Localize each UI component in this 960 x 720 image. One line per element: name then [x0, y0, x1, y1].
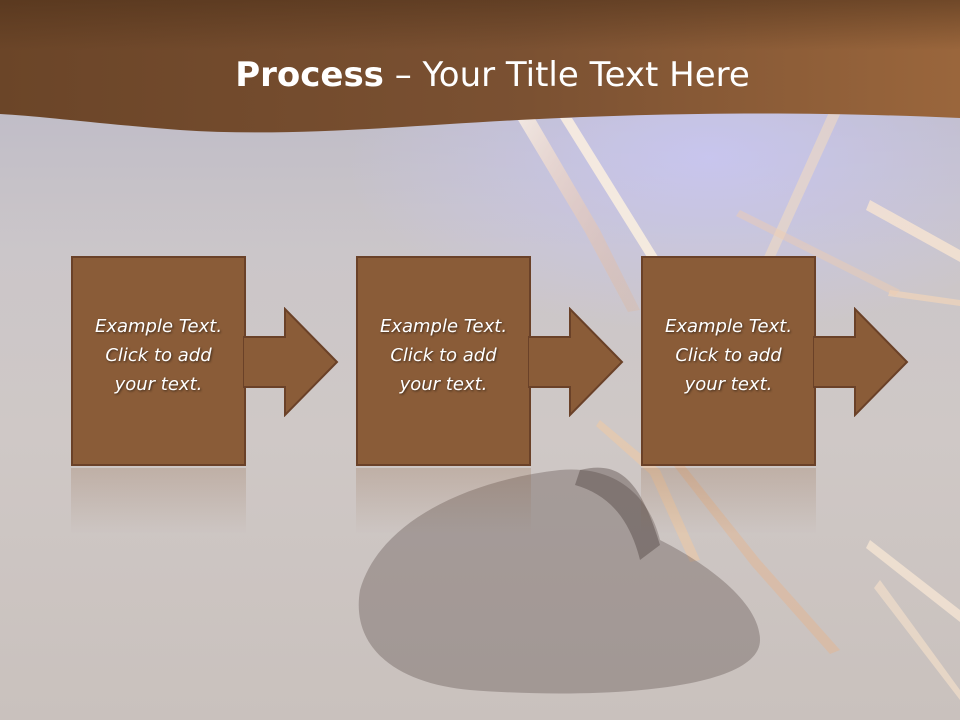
step-1-line-3: your text.	[114, 374, 203, 395]
title-rest: – Your Title Text Here	[383, 55, 750, 95]
process-step-3[interactable]: Example Text. Click to add your text.	[641, 256, 816, 466]
step-2-line-1: Example Text.	[379, 316, 508, 337]
process-step-1[interactable]: Example Text. Click to add your text.	[71, 256, 246, 466]
step-2-reflection	[356, 468, 531, 534]
title-bold: Process	[235, 55, 384, 95]
right-arrow-icon	[243, 307, 339, 417]
step-3-line-2: Click to add	[675, 345, 782, 366]
step-3-line-1: Example Text.	[664, 316, 793, 337]
step-1-reflection	[71, 468, 246, 534]
slide-title[interactable]: Process – Your Title Text Here	[0, 52, 960, 98]
step-3-text[interactable]: Example Text. Click to add your text.	[643, 312, 814, 399]
process-step-2[interactable]: Example Text. Click to add your text.	[356, 256, 531, 466]
step-1-line-2: Click to add	[105, 345, 212, 366]
step-2-line-2: Click to add	[390, 345, 497, 366]
step-2-line-3: your text.	[399, 374, 488, 395]
right-arrow-icon	[528, 307, 624, 417]
right-arrow-icon	[813, 307, 909, 417]
step-2-text[interactable]: Example Text. Click to add your text.	[358, 312, 529, 399]
step-3-reflection	[641, 468, 816, 534]
step-1-line-1: Example Text.	[94, 316, 223, 337]
step-1-text[interactable]: Example Text. Click to add your text.	[73, 312, 244, 399]
step-3-line-3: your text.	[684, 374, 773, 395]
